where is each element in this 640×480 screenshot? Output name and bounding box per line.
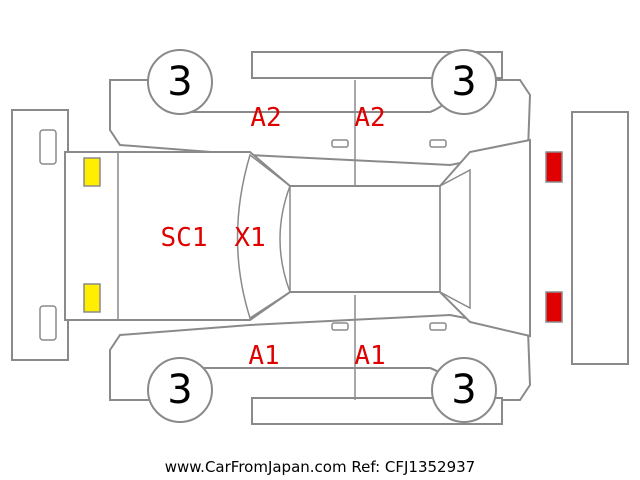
tire-number-front-right: 3 xyxy=(167,59,192,105)
rear-bumper xyxy=(571,111,629,365)
damage-code-hood-secondary: X1 xyxy=(234,223,265,253)
wheel-rear-left: 3 xyxy=(431,357,497,423)
tire-number-rear-left: 3 xyxy=(451,367,476,413)
damage-code-left-rear-door: A1 xyxy=(354,341,385,371)
headlamp-upper xyxy=(83,157,101,187)
top-view-body xyxy=(64,138,531,338)
damage-code-hood-primary: SC1 xyxy=(161,223,208,253)
wheel-rear-right: 3 xyxy=(431,49,497,115)
front-bumper xyxy=(11,109,69,361)
tire-number-rear-right: 3 xyxy=(451,59,476,105)
taillamp-lower xyxy=(545,291,563,323)
damage-code-right-rear-door: A2 xyxy=(354,103,385,133)
wheel-front-right: 3 xyxy=(147,49,213,115)
taillamp-upper xyxy=(545,151,563,183)
damage-code-left-front-door: A1 xyxy=(248,341,279,371)
headlamp-lower xyxy=(83,283,101,313)
wheel-front-left: 3 xyxy=(147,357,213,423)
tire-number-front-left: 3 xyxy=(167,367,192,413)
damage-code-right-front-door: A2 xyxy=(250,103,281,133)
source-reference-footer: www.CarFromJapan.com Ref: CFJ1352937 xyxy=(164,458,476,476)
